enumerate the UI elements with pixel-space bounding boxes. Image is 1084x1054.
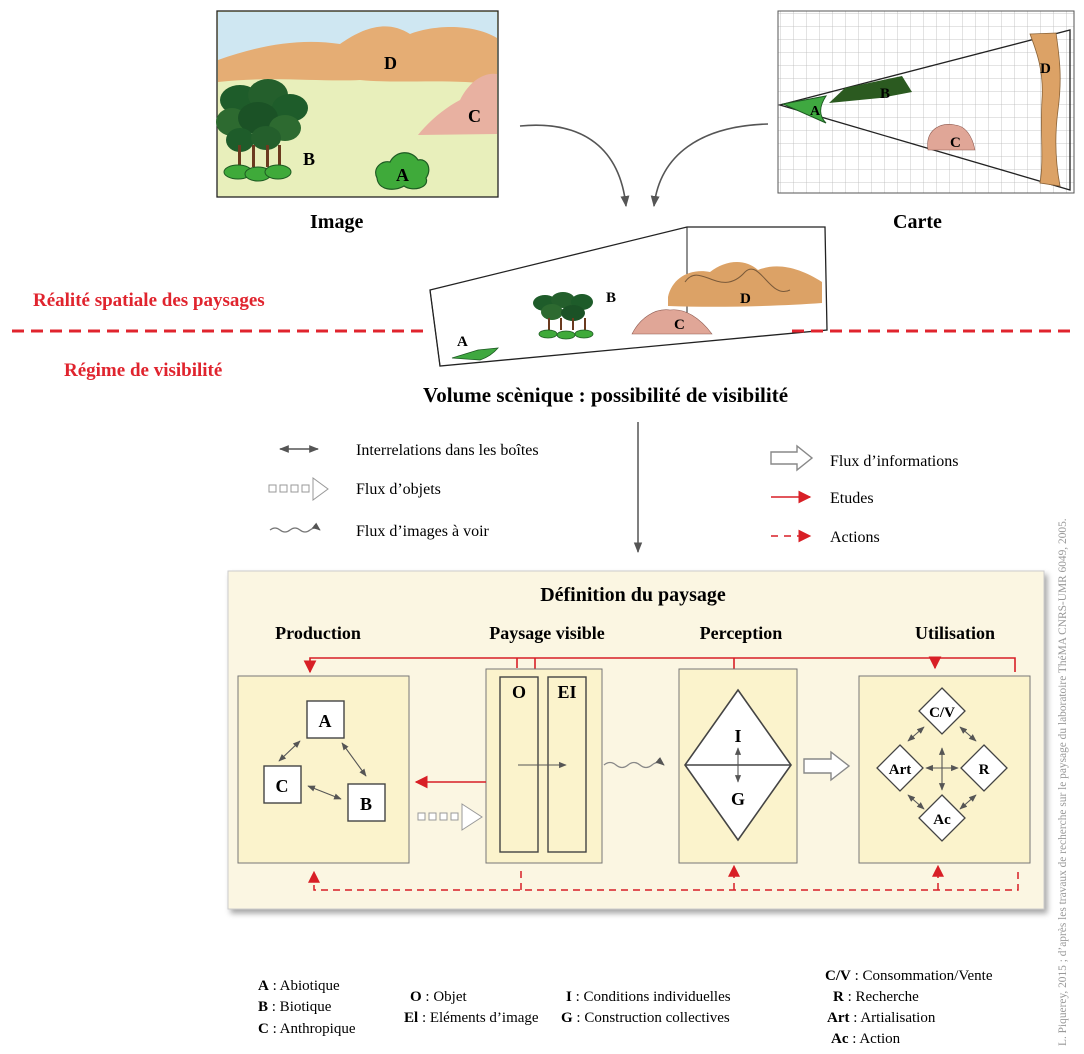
- legend-right-1: Etudes: [830, 490, 874, 507]
- definition-panel: Définition du paysage Production Paysage…: [227, 570, 1045, 910]
- image-caption: Image: [310, 211, 363, 233]
- information-flow-arrow: [803, 750, 851, 782]
- volume-letter-c: C: [674, 317, 685, 333]
- volume-letter-a: A: [457, 334, 468, 350]
- landscape-map: A B C D: [777, 10, 1075, 194]
- column-perception: Perception: [700, 623, 783, 643]
- column-utilisation: Utilisation: [915, 623, 995, 643]
- use-artialisation: Art: [889, 762, 912, 778]
- object-flow-arrow: [417, 803, 483, 831]
- key-biotic: B : Biotique: [258, 999, 332, 1015]
- legend-left-2: Flux d’images à voir: [356, 523, 490, 540]
- use-consumption: C/V: [929, 705, 955, 721]
- image-letter-c: C: [468, 106, 481, 126]
- volume-letter-b: B: [606, 290, 616, 306]
- legend: Interrelations dans les boîtes Flux d’ob…: [268, 442, 958, 546]
- volume-letter-d: D: [740, 291, 751, 307]
- key-artialisation: Art : Artialisation: [827, 1010, 936, 1026]
- landscape-image: D C B A: [216, 10, 499, 198]
- map-to-volume-arrow: [650, 123, 769, 208]
- legend-left-0: Interrelations dans les boîtes: [356, 442, 539, 459]
- map-letter-a: A: [810, 104, 821, 119]
- key-anthropic: C : Anthropique: [258, 1021, 356, 1037]
- key-individual: I : Conditions individuelles: [566, 989, 731, 1005]
- key-object: O : Objet: [410, 989, 467, 1005]
- map-letter-c: C: [950, 135, 961, 151]
- visible-image-elements: EI: [557, 682, 576, 702]
- visible-object: O: [512, 682, 526, 702]
- image-to-volume-arrow: [519, 124, 630, 208]
- image-letter-d: D: [384, 53, 397, 73]
- wavy-arrow-icon: [269, 522, 321, 533]
- production-c: C: [276, 776, 289, 796]
- key-abiotic: A : Abiotique: [258, 978, 340, 994]
- forest-illustration: [216, 79, 308, 182]
- key-image-elements: El : Eléments d’image: [404, 1010, 539, 1026]
- legend-right-2: Actions: [830, 529, 880, 546]
- image-letter-a: A: [396, 165, 409, 185]
- abbreviation-key: A : Abiotique B : Biotique C : Anthropiq…: [258, 968, 993, 1047]
- key-collective: G : Construction collectives: [561, 1010, 730, 1026]
- production-b: B: [360, 794, 372, 814]
- object-flow-arrow-icon: [268, 477, 329, 501]
- image-flow-arrow: [603, 756, 665, 769]
- perception-collective: G: [731, 789, 745, 809]
- spatial-reality-label: Réalité spatiale des paysages: [33, 290, 265, 311]
- production-a: A: [319, 711, 332, 731]
- column-production: Production: [275, 623, 361, 643]
- legend-left-1: Flux d’objets: [356, 481, 441, 498]
- hollow-arrow-icon: [770, 444, 814, 472]
- column-visible-landscape: Paysage visible: [489, 623, 605, 643]
- use-research: R: [979, 762, 990, 778]
- definition-title: Définition du paysage: [540, 584, 726, 606]
- key-action: Ac : Action: [831, 1031, 901, 1047]
- study-arrow-loop: [303, 657, 1016, 674]
- scenic-volume-title: Volume scènique : possibilité de visibil…: [423, 383, 788, 407]
- visible-landscape-box: [485, 668, 603, 864]
- key-research: R : Recherche: [833, 989, 919, 1005]
- map-letter-d: D: [1040, 61, 1051, 77]
- image-letter-b: B: [303, 149, 315, 169]
- scenic-volume-prism: A B C D: [429, 226, 828, 367]
- legend-right-0: Flux d’informations: [830, 453, 958, 470]
- map-caption: Carte: [893, 211, 942, 233]
- visibility-regime-label: Régime de visibilité: [64, 360, 222, 381]
- use-action: Ac: [933, 812, 951, 828]
- source-credit: L. Piquerey, 2015 ; d’après les travaux …: [1057, 518, 1069, 1046]
- perception-individual: I: [734, 726, 741, 746]
- map-letter-b: B: [880, 86, 890, 102]
- key-consumption: C/V : Consommation/Vente: [825, 968, 993, 984]
